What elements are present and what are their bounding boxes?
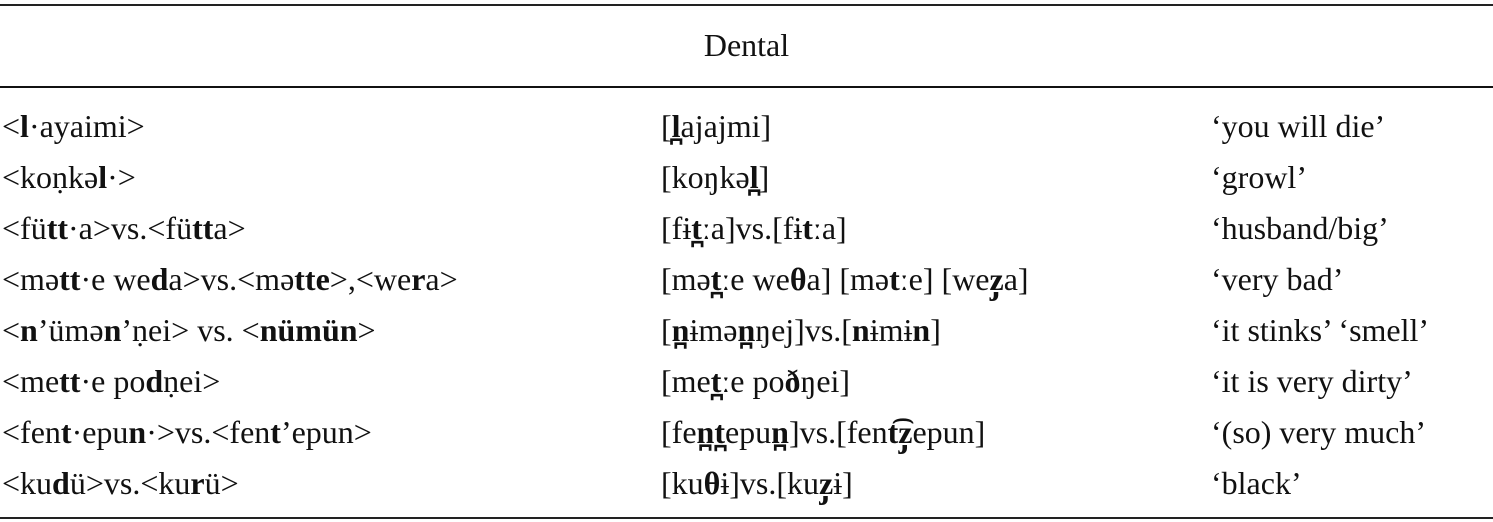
table-header-rule xyxy=(0,86,1493,88)
table-row: <n’ümən’ṇei> vs. <nümün> [n̪ɨmən̪ŋej]vs.… xyxy=(0,310,1493,361)
gloss-cell: ‘black’ xyxy=(1211,465,1302,501)
table-row: <fütt·a>vs.<fütta> [fɨt̪ːa]vs.[fɨtːa] ‘h… xyxy=(0,208,1493,259)
table-top-rule xyxy=(0,4,1493,6)
table-header-dental: Dental xyxy=(703,27,790,63)
table-row: <mətt·e weda>vs.<mətte>,<wera> [mət̪ːe w… xyxy=(0,259,1493,310)
gloss-cell: ‘it stinks’ ‘smell’ xyxy=(1211,312,1430,348)
gloss-cell: ‘it is very dirty’ xyxy=(1211,363,1413,399)
ipa-cell: [koŋkəl̪] xyxy=(661,159,770,195)
gloss-cell: ‘very bad’ xyxy=(1211,261,1344,297)
table-row: <mett·e podṇei> [met̪ːe poðŋei] ‘it is v… xyxy=(0,361,1493,412)
orthography-cell: <n’ümən’ṇei> vs. <nümün> xyxy=(2,312,376,348)
table-row: <fent·epun·>vs.<fent’epun> [fen̪t̪epun̪]… xyxy=(0,412,1493,463)
ipa-cell: [met̪ːe poðŋei] xyxy=(661,363,851,399)
ipa-cell: [fen̪t̪epun̪]vs.[fent͡z̡epun] xyxy=(661,414,986,450)
gloss-cell: ‘(so) very much’ xyxy=(1211,414,1427,450)
ipa-cell: [n̪ɨmən̪ŋej]vs.[nɨmɨn] xyxy=(661,312,941,348)
orthography-cell: <koṇkəl·> xyxy=(2,159,136,195)
gloss-cell: ‘you will die’ xyxy=(1211,108,1386,144)
table-row: <kudü>vs.<kurü> [kuθɨ]vs.[kuz̡ɨ] ‘black’ xyxy=(0,463,1493,514)
table-bottom-rule xyxy=(0,517,1493,519)
orthography-cell: <kudü>vs.<kurü> xyxy=(2,465,239,501)
orthography-cell: <fent·epun·>vs.<fent’epun> xyxy=(2,414,372,450)
gloss-cell: ‘husband/big’ xyxy=(1211,210,1389,246)
ipa-cell: [mət̪ːe weθa] [mətːe] [wez̡a] xyxy=(661,261,1029,297)
orthography-cell: <mett·e podṇei> xyxy=(2,363,221,399)
orthography-cell: <fütt·a>vs.<fütta> xyxy=(2,210,246,246)
ipa-cell: [kuθɨ]vs.[kuz̡ɨ] xyxy=(661,465,853,501)
gloss-cell: ‘growl’ xyxy=(1211,159,1307,195)
ipa-cell: [l̪ajajmi] xyxy=(661,108,772,144)
table-row: <l·ayaimi> [l̪ajajmi] ‘you will die’ xyxy=(0,106,1493,157)
orthography-cell: <l·ayaimi> xyxy=(2,108,145,144)
table-body: <l·ayaimi> [l̪ajajmi] ‘you will die’ <ko… xyxy=(0,106,1493,514)
table-row: <koṇkəl·> [koŋkəl̪] ‘growl’ xyxy=(0,157,1493,208)
orthography-cell: <mətt·e weda>vs.<mətte>,<wera> xyxy=(2,261,458,297)
ipa-cell: [fɨt̪ːa]vs.[fɨtːa] xyxy=(661,210,847,246)
